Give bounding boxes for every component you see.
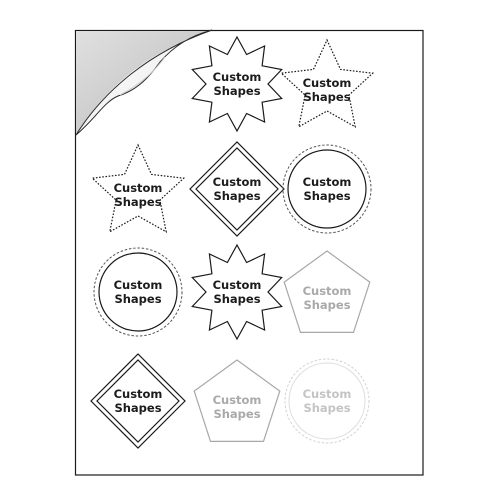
label-text-line-1: Custom bbox=[303, 175, 352, 189]
star-icon bbox=[279, 38, 375, 128]
label-text-line-2: Shapes bbox=[114, 195, 161, 209]
circle-icon bbox=[93, 247, 183, 337]
labels-group: CustomShapesCustomShapesCustomShapesCust… bbox=[90, 35, 375, 449]
label-text-line-2: Shapes bbox=[114, 401, 161, 415]
diamond-icon bbox=[90, 353, 186, 449]
label-text-line-2: Shapes bbox=[213, 84, 260, 98]
label-text-line-1: Custom bbox=[303, 387, 352, 401]
label-text-line-2: Shapes bbox=[213, 292, 260, 306]
diamond-icon bbox=[189, 141, 285, 237]
starburst-icon bbox=[191, 243, 283, 341]
label-text-line-1: Custom bbox=[213, 278, 262, 292]
circle-icon bbox=[282, 144, 372, 234]
circle-icon bbox=[284, 358, 370, 444]
label-text-line-2: Shapes bbox=[303, 298, 350, 312]
label-text-line-2: Shapes bbox=[213, 189, 260, 203]
label-text-line-2: Shapes bbox=[303, 401, 350, 415]
label-text-line-1: Custom bbox=[114, 278, 163, 292]
label-text-line-1: Custom bbox=[213, 70, 262, 84]
label-text-line-1: Custom bbox=[213, 393, 262, 407]
peeled-corner bbox=[75, 29, 213, 136]
label-text-line-2: Shapes bbox=[303, 90, 350, 104]
label-text-line-1: Custom bbox=[114, 181, 163, 195]
label-text-line-1: Custom bbox=[303, 284, 352, 298]
pentagon-icon bbox=[193, 359, 281, 442]
label-text-line-1: Custom bbox=[213, 175, 262, 189]
sheet-backing bbox=[76, 31, 212, 135]
label-text-line-1: Custom bbox=[114, 387, 163, 401]
label-text-line-2: Shapes bbox=[114, 292, 161, 306]
star-icon bbox=[90, 143, 186, 233]
label-text-line-1: Custom bbox=[303, 76, 352, 90]
starburst-icon bbox=[191, 35, 283, 133]
label-text-line-2: Shapes bbox=[303, 189, 350, 203]
label-text-line-2: Shapes bbox=[213, 407, 260, 421]
pentagon-icon bbox=[283, 250, 371, 333]
peeled-corner-crease bbox=[119, 56, 166, 96]
